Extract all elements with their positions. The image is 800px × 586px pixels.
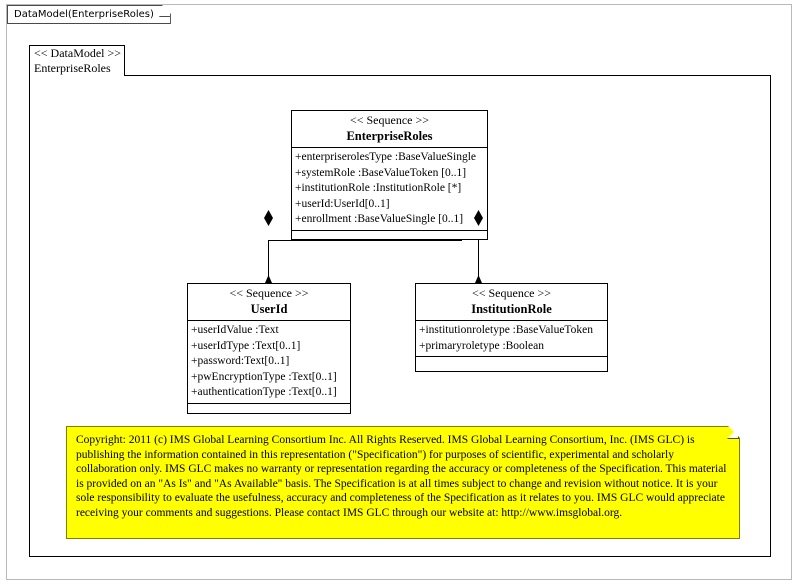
class-attribute: +userIdValue :Text <box>191 324 279 336</box>
class-box-userid[interactable]: << Sequence >> UserId +userIdValue :Text… <box>187 283 351 414</box>
diagram-title-label: DataModel(EnterpriseRoles) <box>14 9 154 20</box>
class-operations-enterpriseroles <box>292 231 487 247</box>
composition-arrow-institutionrole <box>475 275 482 283</box>
composition-line-userid-horizontal <box>268 240 462 241</box>
class-attributes-enterpriseroles: +enterpriserolesType :BaseValueSingle +s… <box>292 148 487 231</box>
class-operations-institutionrole <box>416 357 607 373</box>
class-attribute: +userIdType :Text[0..1] <box>191 339 301 352</box>
class-attribute: +authenticationType :Text[0..1] <box>191 386 337 398</box>
class-attribute: +userId:UserId[0..1] <box>295 197 390 210</box>
class-name: InstitutionRole <box>471 302 552 316</box>
package-datamodel: << DataModel >> EnterpriseRoles << Seque… <box>29 45 771 557</box>
class-attributes-institutionrole: +institutionroletype :BaseValueToken +pr… <box>416 321 607 357</box>
class-header-enterpriseroles: << Sequence >> EnterpriseRoles <box>292 111 487 148</box>
class-header-userid: << Sequence >> UserId <box>188 284 350 321</box>
class-attribute: +password:Text[0..1] <box>191 355 290 367</box>
composition-diamond-institutionrole <box>474 210 483 226</box>
class-attribute: +enrollment :BaseValueSingle [0..1] <box>295 213 464 225</box>
class-box-enterpriseroles[interactable]: << Sequence >> EnterpriseRoles +enterpri… <box>291 110 488 240</box>
class-attribute: +enterpriserolesType :BaseValueSingle <box>295 151 477 163</box>
package-header-tab: << DataModel >> EnterpriseRoles <box>29 45 125 76</box>
composition-diamond-userid <box>264 210 273 226</box>
class-stereotype: << Sequence >> <box>471 286 552 300</box>
class-name: EnterpriseRoles <box>346 129 433 143</box>
composition-line-userid-vertical <box>268 240 269 283</box>
class-attribute: +institutionroletype :BaseValueToken <box>419 324 593 336</box>
copyright-note[interactable]: Copyright: 2011 (c) IMS Global Learning … <box>66 426 740 539</box>
class-attribute: +systemRole :BaseValueToken [0..1] <box>295 166 467 179</box>
composition-line-institutionrole-vertical <box>478 240 479 283</box>
copyright-note-text: Copyright: 2011 (c) IMS Global Learning … <box>76 434 727 519</box>
class-header-institutionrole: << Sequence >> InstitutionRole <box>416 284 607 321</box>
package-stereotype: << DataModel >> <box>34 46 122 60</box>
composition-arrow-userid <box>265 275 272 283</box>
package-name: EnterpriseRoles <box>34 61 111 75</box>
class-stereotype: << Sequence >> <box>229 286 309 300</box>
class-stereotype: << Sequence >> <box>349 113 430 127</box>
class-attribute: +institutionRole :InstitutionRole [*] <box>295 182 462 194</box>
diagram-title-tab: DataModel(EnterpriseRoles) <box>7 5 171 24</box>
class-attribute: +pwEncryptionType :Text[0..1] <box>191 370 337 383</box>
class-name: UserId <box>250 302 288 316</box>
class-box-institutionrole[interactable]: << Sequence >> InstitutionRole +institut… <box>415 283 608 372</box>
class-attributes-userid: +userIdValue :Text +userIdType :Text[0..… <box>188 321 350 404</box>
class-attribute: +primaryroletype :Boolean <box>419 339 544 352</box>
class-operations-userid <box>188 404 350 420</box>
